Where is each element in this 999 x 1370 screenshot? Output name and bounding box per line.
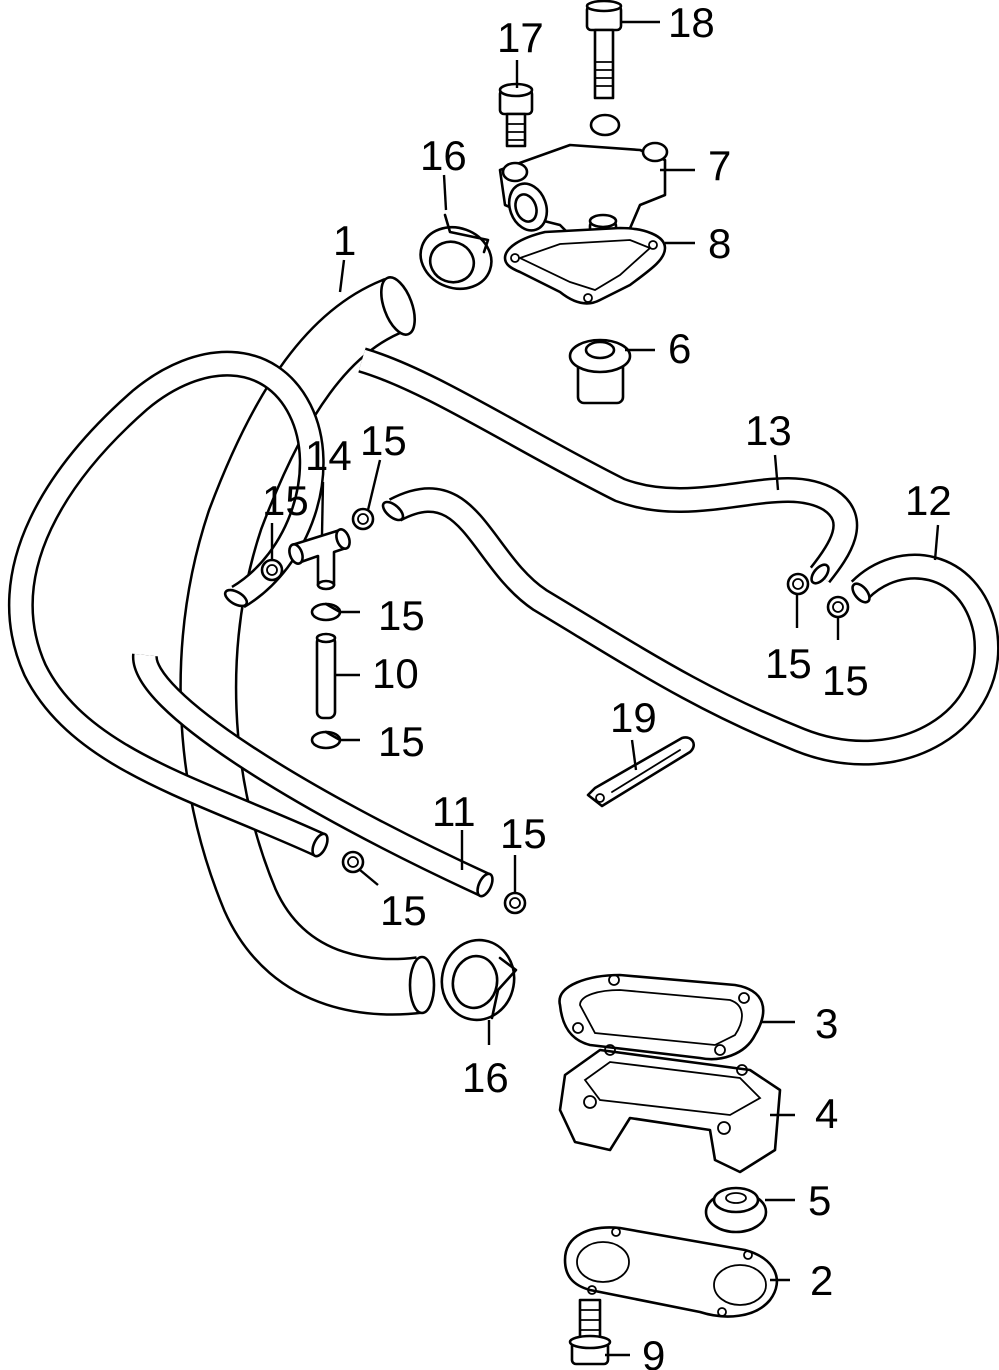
callout-16-a: 16 [420,132,467,179]
clamp-16-upper [419,213,493,291]
clamp-15-g [786,572,810,596]
callout-17: 17 [497,14,544,61]
callout-14: 14 [305,432,352,479]
clamp-15-d [310,730,342,750]
seal-5 [704,1186,768,1234]
gasket-3 [558,973,765,1061]
clamp-15-f [503,891,527,915]
callout-16-b: 16 [462,1054,509,1101]
clamp-15-c [310,602,342,622]
callout-15-a: 15 [262,477,309,524]
clamp-16-lower [440,938,518,1022]
callout-15-e: 15 [380,887,427,934]
bracket-19 [586,736,695,808]
callout-19: 19 [610,694,657,741]
callout-11: 11 [432,788,476,835]
bolt-17 [498,82,534,148]
callout-7: 7 [708,142,731,189]
hose-12 [381,487,999,766]
callout-6: 6 [668,325,691,372]
clamp-15-a [260,558,284,582]
bolt-18 [585,0,623,100]
callout-8: 8 [708,220,731,267]
callout-9: 9 [642,1332,665,1370]
callout-4: 4 [815,1090,838,1137]
thermostat-6 [568,338,632,405]
hose-10 [315,632,337,720]
clamp-15-b [351,507,375,531]
callout-labels: 1 2 3 4 5 6 7 8 9 10 11 12 13 14 15 15 1… [262,0,952,1370]
callout-18: 18 [668,0,715,46]
callout-15-d: 15 [378,718,425,765]
callout-13: 13 [745,407,792,454]
tee-pipe-14 [288,528,351,591]
callout-15-h: 15 [822,657,869,704]
callout-15-g: 15 [765,640,812,687]
callout-15-b: 15 [360,417,407,464]
callout-2: 2 [810,1257,833,1304]
bolt-9 [568,1298,612,1366]
callout-10: 10 [372,650,419,697]
water-outlet-housing-4 [558,1044,782,1174]
gasket-2 [563,1226,779,1318]
leader-lines [270,20,940,1357]
clamp-15-e [341,850,365,874]
callout-3: 3 [815,1000,838,1047]
gasket-8 [503,226,667,305]
clamps-15 [260,507,850,915]
long-bypass-hose [7,350,329,858]
callout-1: 1 [333,217,356,264]
hose-13 [358,347,859,585]
callout-15-c: 15 [378,592,425,639]
callout-5: 5 [808,1177,831,1224]
main-coolant-hose [179,276,436,1016]
callout-12: 12 [905,477,952,524]
callout-15-f: 15 [500,810,547,857]
hose-11 [132,653,494,898]
clamp-15-h [826,595,850,619]
